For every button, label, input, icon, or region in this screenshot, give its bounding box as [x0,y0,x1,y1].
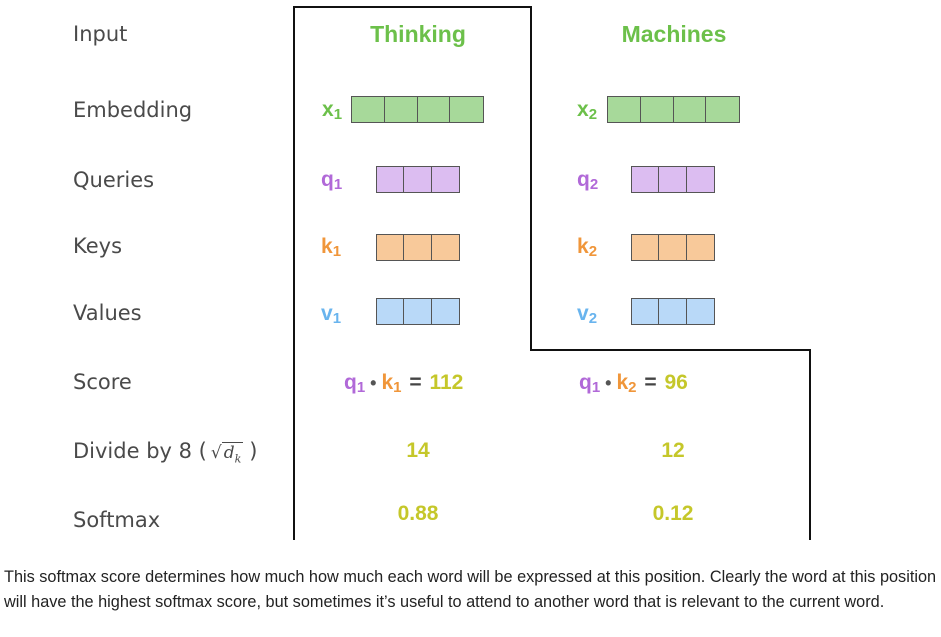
row-label-embedding: Embedding [73,98,193,122]
score-k: k [616,371,629,394]
value-label-v2: v2 [577,302,598,327]
query-label-q1: q1 [321,168,343,193]
value-vector-v2 [631,298,715,325]
vector-cell [377,235,405,260]
vector-cell [431,299,459,324]
score-formula-1: q1•k1 = 112 [344,371,464,396]
key-vector-k1 [376,234,460,261]
vector-cell [632,299,660,324]
vector-cell [384,97,418,122]
softmax-score-2: 0.12 [652,502,694,525]
value-label-v1: v1 [321,302,342,327]
vector-cell [659,167,687,192]
vector-cell [686,167,714,192]
vector-cell [706,97,739,122]
word-machines: Machines [621,21,727,47]
score-value: 112 [429,371,464,394]
vector-cell [431,235,459,260]
vector-cell [404,235,432,260]
score-q: q [344,371,357,394]
value-vector-v1 [376,298,460,325]
row-label-score: Score [73,370,132,394]
row-label-softmax: Softmax [73,508,161,532]
sqrt-d: d [223,443,235,463]
query-vector-q2 [631,166,715,193]
vector-cell [377,299,405,324]
vector-cell [404,299,432,324]
divided-score-1: 14 [406,439,430,462]
score-formula-2: q1•k2 = 96 [579,371,688,396]
row-label-values: Values [73,301,142,325]
vector-cell [417,97,451,122]
sqrt-k: k [234,452,242,466]
vector-cell [450,97,483,122]
vector-cell [673,97,707,122]
vector-cell [632,167,660,192]
embedding-vector-x2 [607,96,740,123]
embedding-label-x2: x2 [577,98,598,123]
query-label-q2: q2 [577,168,599,193]
divide-suffix: ) [249,439,258,463]
softmax-score-1: 0.88 [397,502,439,525]
vector-cell [659,299,687,324]
row-label-input: Input [73,22,128,46]
score-k: k [381,371,394,394]
key-vector-k2 [631,234,715,261]
embedding-vector-x1 [351,96,484,123]
dot-operator: • [370,373,377,393]
score-q: q [579,371,592,394]
divide-prefix: Divide by 8 ( [73,439,207,463]
dot-operator: • [605,373,612,393]
divided-score-2: 12 [661,439,685,462]
query-vector-q1 [376,166,460,193]
row-label-divide: Divide by 8 (√dk) [73,439,257,465]
vector-cell [377,167,405,192]
vector-cell [686,299,714,324]
score-value: 96 [664,371,688,394]
sqrt-dk-formula: √dk [210,442,244,466]
caption-text: This softmax score determines how much h… [4,568,937,611]
row-label-keys: Keys [73,234,123,258]
vector-cell [686,235,714,260]
vector-cell [632,235,660,260]
word-thinking: Thinking [370,21,466,47]
vector-cell [352,97,385,122]
row-label-queries: Queries [73,168,155,192]
key-label-k1: k1 [321,235,342,260]
vector-cell [431,167,459,192]
key-label-k2: k2 [577,235,598,260]
vector-cell [640,97,674,122]
embedding-label-x1: x1 [322,98,343,123]
vector-cell [404,167,432,192]
vector-cell [608,97,641,122]
vector-cell [659,235,687,260]
